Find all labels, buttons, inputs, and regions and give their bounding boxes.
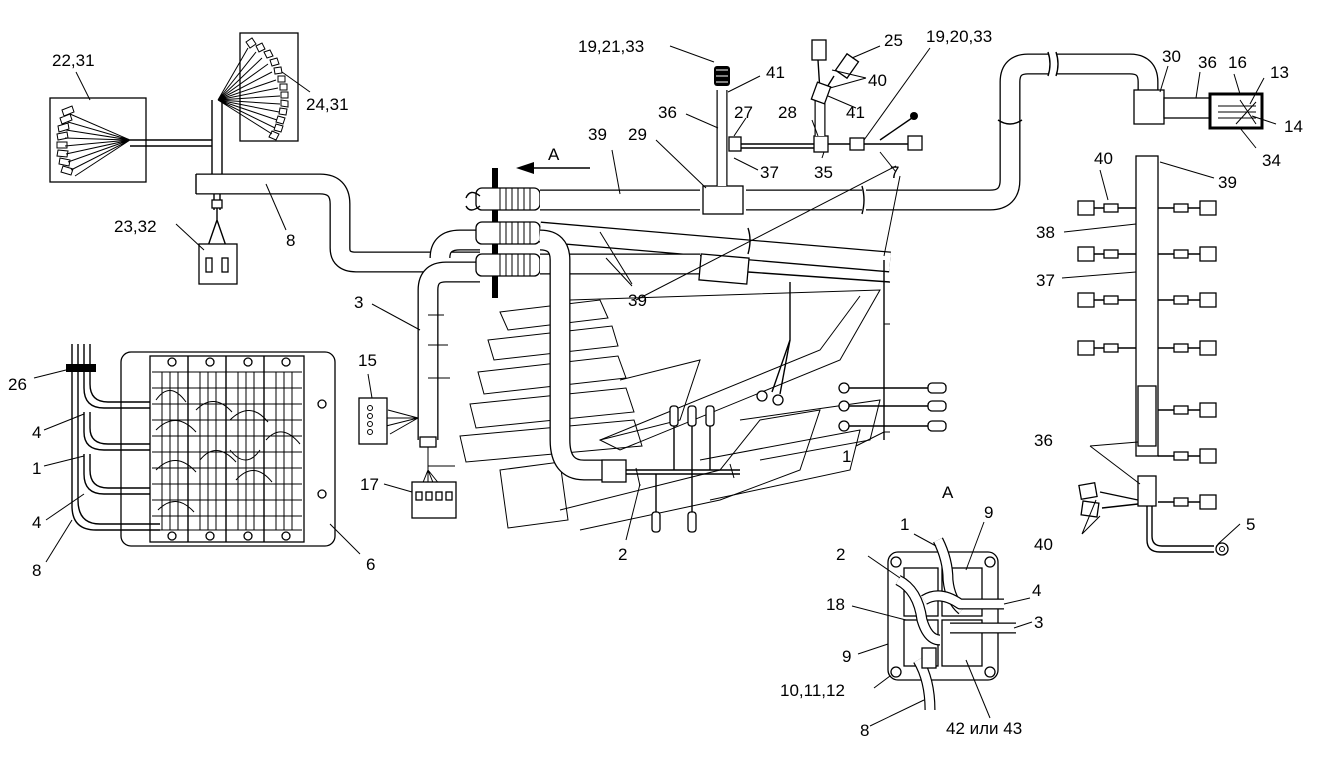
label-29: 29 — [628, 125, 647, 144]
label-8-left: 8 — [32, 561, 41, 580]
label-19-21-33: 19,21,33 — [578, 37, 644, 56]
label-40-right: 40 — [1094, 149, 1113, 168]
view-arrow-A — [516, 162, 590, 174]
label-37-top: 37 — [760, 163, 779, 182]
junction-30 — [1133, 89, 1165, 125]
label-28: 28 — [778, 103, 797, 122]
label-18-A: 18 — [826, 595, 845, 614]
leader-lines — [33, 45, 1277, 727]
label-22-31: 22,31 — [52, 51, 95, 70]
connector-25a — [811, 39, 827, 61]
grommet-middle-icon — [475, 221, 541, 245]
label-42-43: 42 или 43 — [946, 719, 1022, 738]
harness-3-branch — [358, 229, 480, 519]
right-connector-pairs — [1077, 200, 1217, 518]
label-36-lower: 36 — [1034, 431, 1053, 450]
junction-28 — [813, 135, 829, 153]
label-1-A: 1 — [900, 515, 909, 534]
main-harness-39 — [540, 51, 1264, 215]
grommet-top-icon — [475, 187, 541, 211]
connector-2-block — [601, 459, 627, 483]
label-8-top: 8 — [286, 231, 295, 250]
label-40-lower: 40 — [1034, 535, 1053, 554]
label-3-A: 3 — [1034, 613, 1043, 632]
cab-outline-ghost — [459, 289, 881, 531]
part-labels: 22,31 24,31 23,32 8 19,21,33 41 36 27 28… — [8, 27, 1303, 740]
fuse-relay-panel-6 — [66, 344, 336, 547]
connector-13-16 — [1208, 92, 1264, 130]
label-15: 15 — [358, 351, 377, 370]
label-6: 6 — [366, 555, 375, 574]
detail-letter-A: A — [942, 483, 954, 502]
harness-37-38 — [1135, 155, 1159, 457]
label-9-A-top: 9 — [984, 503, 993, 522]
label-23-32: 23,32 — [114, 217, 157, 236]
label-25: 25 — [884, 31, 903, 50]
label-4-a: 4 — [32, 423, 41, 442]
label-7: 7 — [890, 163, 899, 182]
label-4-b: 4 — [32, 513, 41, 532]
label-16: 16 — [1228, 53, 1247, 72]
top-branch-harness — [714, 39, 923, 186]
label-41-top: 41 — [766, 63, 785, 82]
connector-25b — [834, 52, 860, 80]
arrow-letter-A: A — [548, 145, 560, 164]
label-39-mid: 39 — [628, 291, 647, 310]
bulkhead-grommets — [465, 168, 541, 298]
label-38: 38 — [1036, 223, 1055, 242]
label-14: 14 — [1284, 117, 1303, 136]
label-3: 3 — [354, 293, 363, 312]
label-13: 13 — [1270, 63, 1289, 82]
junction-29 — [702, 185, 744, 215]
label-37-right: 37 — [1036, 271, 1055, 290]
left-upper-harness — [49, 32, 480, 285]
label-36-right: 36 — [1198, 53, 1217, 72]
label-27: 27 — [734, 103, 753, 122]
middle-harness-39 — [539, 221, 947, 533]
clamp-26-icon — [66, 364, 96, 372]
label-1-left: 1 — [32, 459, 41, 478]
connector-fan-24-31-icon — [217, 37, 289, 141]
label-39-top: 39 — [588, 125, 607, 144]
label-40-top: 40 — [868, 71, 887, 90]
label-2-mid: 2 — [618, 545, 627, 564]
label-39-right: 39 — [1218, 173, 1237, 192]
label-30: 30 — [1162, 47, 1181, 66]
label-17: 17 — [360, 475, 379, 494]
connector-fan-22-31-icon — [56, 105, 131, 177]
label-10-11-12: 10,11,12 — [780, 681, 845, 700]
label-36-top: 36 — [658, 103, 677, 122]
label-41-mid: 41 — [846, 103, 865, 122]
label-4-A: 4 — [1032, 581, 1041, 600]
detail-view-A — [887, 537, 1016, 711]
connector-block-23-32 — [198, 243, 238, 285]
label-1-mid: 1 — [842, 447, 851, 466]
label-24-31: 24,31 — [306, 95, 349, 114]
label-5: 5 — [1246, 515, 1255, 534]
connector-panel-24-31 — [239, 32, 299, 142]
relay-grid — [152, 371, 302, 531]
connector-15 — [358, 397, 388, 445]
label-34: 34 — [1262, 151, 1281, 170]
label-19-20-33: 19,20,33 — [926, 27, 992, 46]
label-35: 35 — [814, 163, 833, 182]
label-2-A: 2 — [836, 545, 845, 564]
label-9-A-left: 9 — [842, 647, 851, 666]
grommet-bottom-icon — [475, 253, 541, 277]
label-8-A: 8 — [860, 721, 869, 740]
right-harness — [1077, 155, 1229, 556]
label-26: 26 — [8, 375, 27, 394]
leads-1 — [838, 382, 947, 432]
